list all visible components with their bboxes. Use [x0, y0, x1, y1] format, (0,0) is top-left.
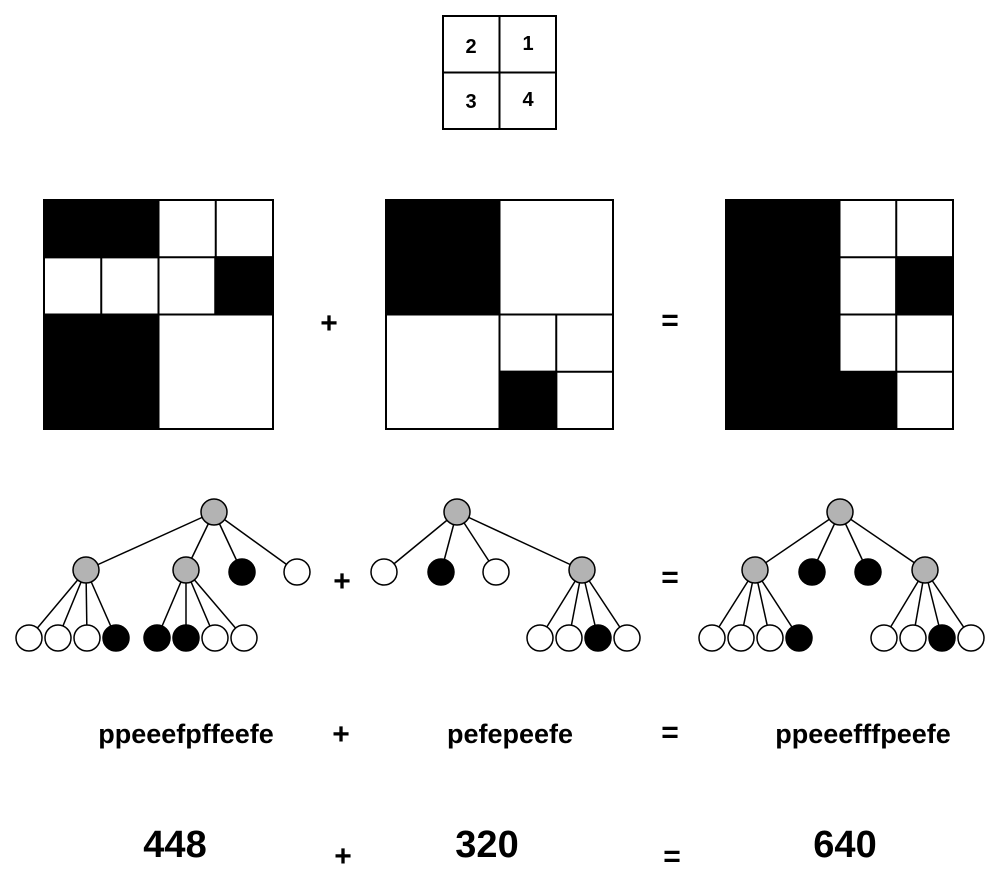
tree-equals-sign: = [661, 561, 679, 594]
tree-node-full [102, 624, 130, 652]
grid-plus-sign: + [320, 307, 338, 340]
left-grid-block-a [43, 199, 160, 259]
left-grid-block-b [214, 256, 274, 316]
tree-node-full [427, 558, 455, 586]
tree-node-full [798, 558, 826, 586]
left-bit-count: 448 [143, 824, 206, 866]
tree-node-empty [899, 624, 927, 652]
left-grid-block-c [43, 313, 160, 430]
code-equals-sign: = [661, 716, 679, 749]
middle-quadtree [370, 498, 641, 652]
tree-node-partial [741, 556, 769, 584]
tree-node-empty [526, 624, 554, 652]
quadrant-label-2: 2 [465, 36, 476, 58]
tree-node-partial [443, 498, 471, 526]
quadrant-key: 2 1 3 4 [442, 15, 557, 130]
tree-node-partial [172, 556, 200, 584]
quadrant-label-3: 3 [465, 91, 476, 113]
middle-image-grid [385, 199, 614, 430]
result-tree-code: ppeeefffpeefe [775, 719, 951, 749]
tree-node-empty [698, 624, 726, 652]
tree-node-empty [756, 624, 784, 652]
count-equals-sign: = [663, 840, 681, 873]
middle-bit-count: 320 [455, 824, 518, 866]
tree-node-empty [283, 558, 311, 586]
tree-node-full [172, 624, 200, 652]
tree-node-full [928, 624, 956, 652]
tree-node-full [228, 558, 256, 586]
result-quadtree [698, 498, 985, 652]
tree-node-empty [957, 624, 985, 652]
result-grid-block-a [725, 199, 841, 430]
code-plus-sign: + [332, 718, 350, 751]
result-image-grid [725, 199, 954, 430]
tree-node-full [143, 624, 171, 652]
quadrant-label-1: 1 [522, 33, 533, 55]
result-grid-block-b [838, 370, 898, 430]
middle-tree-code: pefepeefe [447, 719, 573, 749]
quadrant-label-4: 4 [522, 89, 534, 111]
tree-node-empty [201, 624, 229, 652]
tree-node-empty [870, 624, 898, 652]
grid-equals-sign: = [661, 304, 679, 337]
tree-node-empty [370, 558, 398, 586]
tree-node-full [785, 624, 813, 652]
left-tree-code: ppeeefpffeefe [98, 719, 274, 749]
left-quadtree [15, 498, 311, 652]
tree-node-partial [200, 498, 228, 526]
tree-node-partial [568, 556, 596, 584]
tree-node-full [584, 624, 612, 652]
tree-node-empty [44, 624, 72, 652]
tree-node-empty [15, 624, 43, 652]
result-bit-count: 640 [813, 824, 876, 866]
tree-node-empty [613, 624, 641, 652]
tree-node-partial [72, 556, 100, 584]
result-grid-block-c [895, 256, 954, 316]
tree-plus-sign: + [333, 565, 351, 598]
middle-grid-block-b [498, 370, 558, 430]
tree-node-empty [230, 624, 258, 652]
left-image-grid [43, 199, 274, 430]
middle-grid-block-a [385, 199, 501, 316]
tree-node-full [854, 558, 882, 586]
tree-node-empty [482, 558, 510, 586]
tree-node-partial [911, 556, 939, 584]
tree-node-empty [73, 624, 101, 652]
tree-node-empty [727, 624, 755, 652]
tree-node-empty [555, 624, 583, 652]
count-plus-sign: + [334, 840, 352, 873]
tree-node-partial [826, 498, 854, 526]
